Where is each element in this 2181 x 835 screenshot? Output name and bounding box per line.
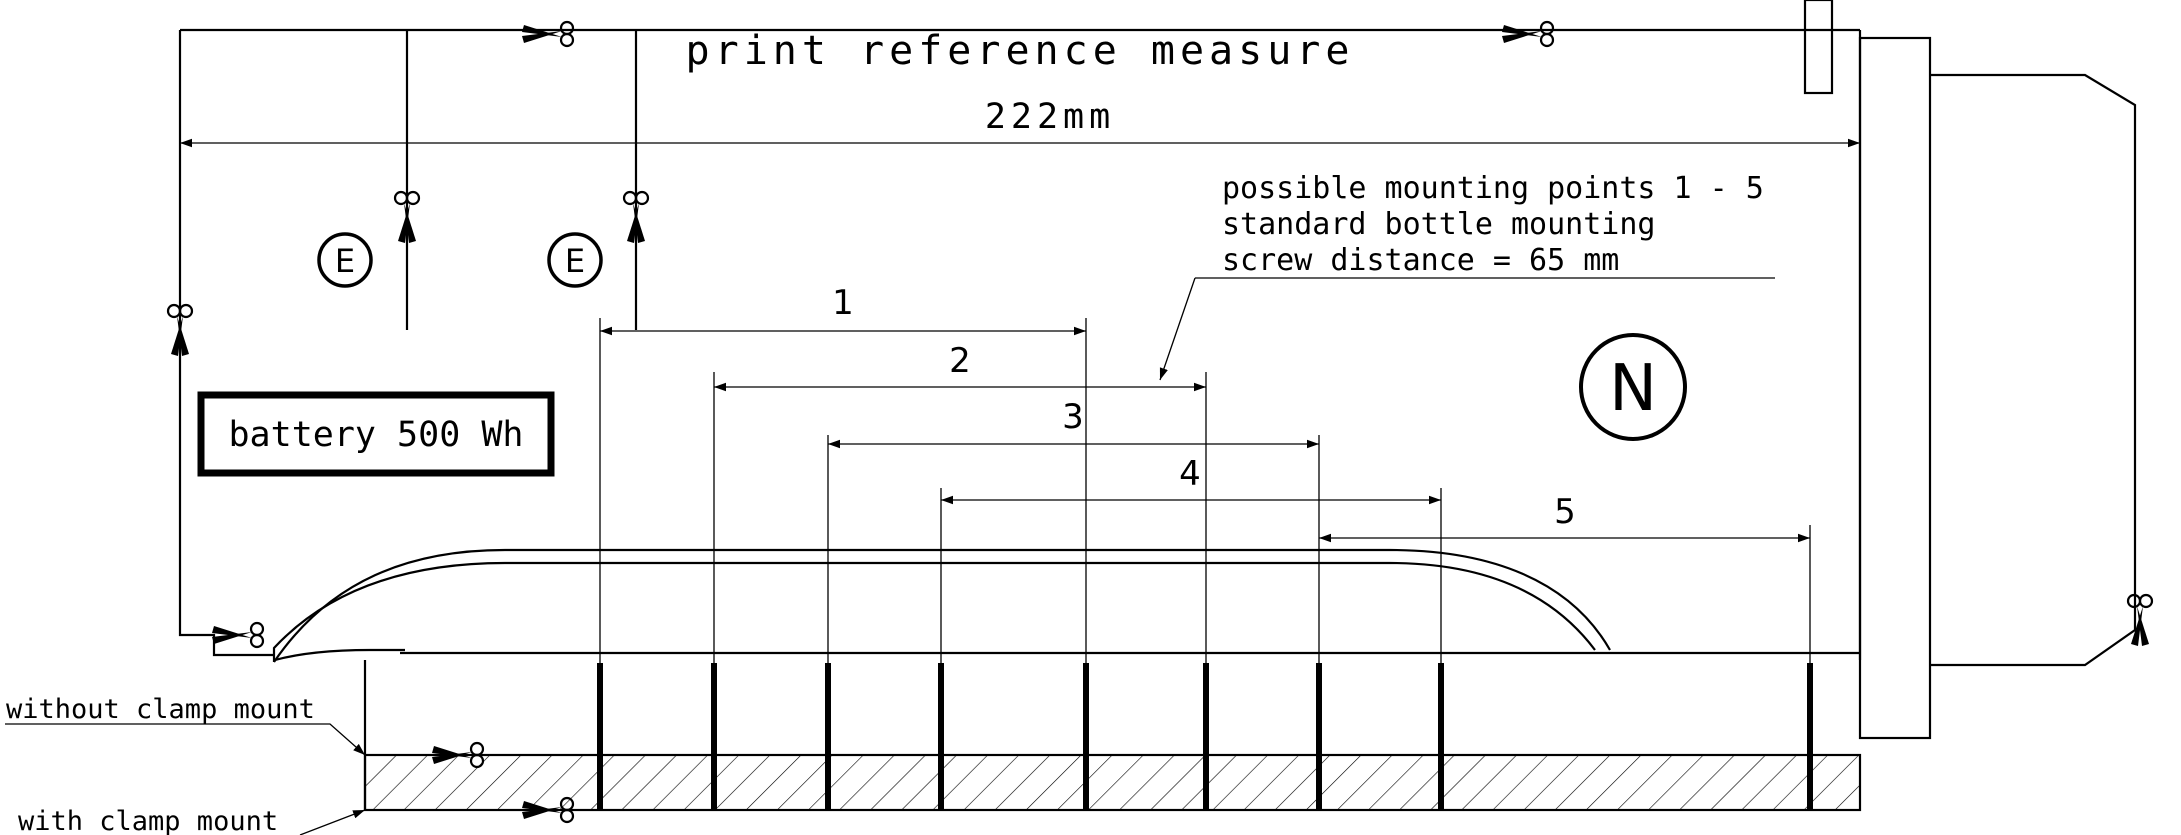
mount-number-5: 5 — [1554, 492, 1576, 532]
mount-dimensions — [600, 326, 1810, 543]
total-measure-label: 222mm — [985, 97, 1115, 137]
n-marker: N — [1579, 333, 1687, 441]
e-marker-2: E — [547, 232, 603, 288]
mounting-note: possible mounting points 1 - 5 standard … — [1222, 171, 1764, 278]
print-reference-title: print reference measure — [686, 28, 1355, 74]
clamp-mount-strip — [363, 753, 1862, 812]
extension-lines — [599, 318, 1811, 663]
scissors-icon — [1500, 20, 1555, 48]
note-line-3: screw distance = 65 mm — [1222, 243, 1619, 278]
mounting-pins — [597, 663, 1813, 810]
mount-number-3: 3 — [1062, 397, 1084, 437]
note-line-1: possible mounting points 1 - 5 — [1222, 171, 1764, 206]
battery-rail — [272, 548, 1611, 663]
with-clamp-label: with clamp mount — [18, 806, 278, 835]
note-line-2: standard bottle mounting — [1222, 207, 1655, 242]
mount-number-2: 2 — [949, 341, 971, 381]
scissors-icon — [210, 621, 265, 649]
mount-number-4: 4 — [1179, 454, 1201, 494]
e-cut-lines — [405, 30, 638, 330]
battery-end-cap — [1803, 0, 2137, 740]
e-marker-1-label: E — [335, 242, 355, 280]
without-clamp-label: without clamp mount — [6, 694, 315, 725]
label-leaders — [5, 723, 366, 835]
scissors-icon — [520, 20, 575, 48]
mount-numbers: 1 2 3 4 5 — [832, 283, 1576, 532]
e-marker-2-label: E — [565, 242, 585, 280]
battery-label: battery 500 Wh — [228, 415, 523, 455]
scissors-icon — [2126, 593, 2154, 648]
mount-number-1: 1 — [832, 283, 854, 323]
battery-label-box: battery 500 Wh — [197, 391, 555, 477]
e-marker-1: E — [317, 232, 373, 288]
note-leader — [1159, 277, 1775, 381]
n-marker-label: N — [1609, 352, 1657, 426]
